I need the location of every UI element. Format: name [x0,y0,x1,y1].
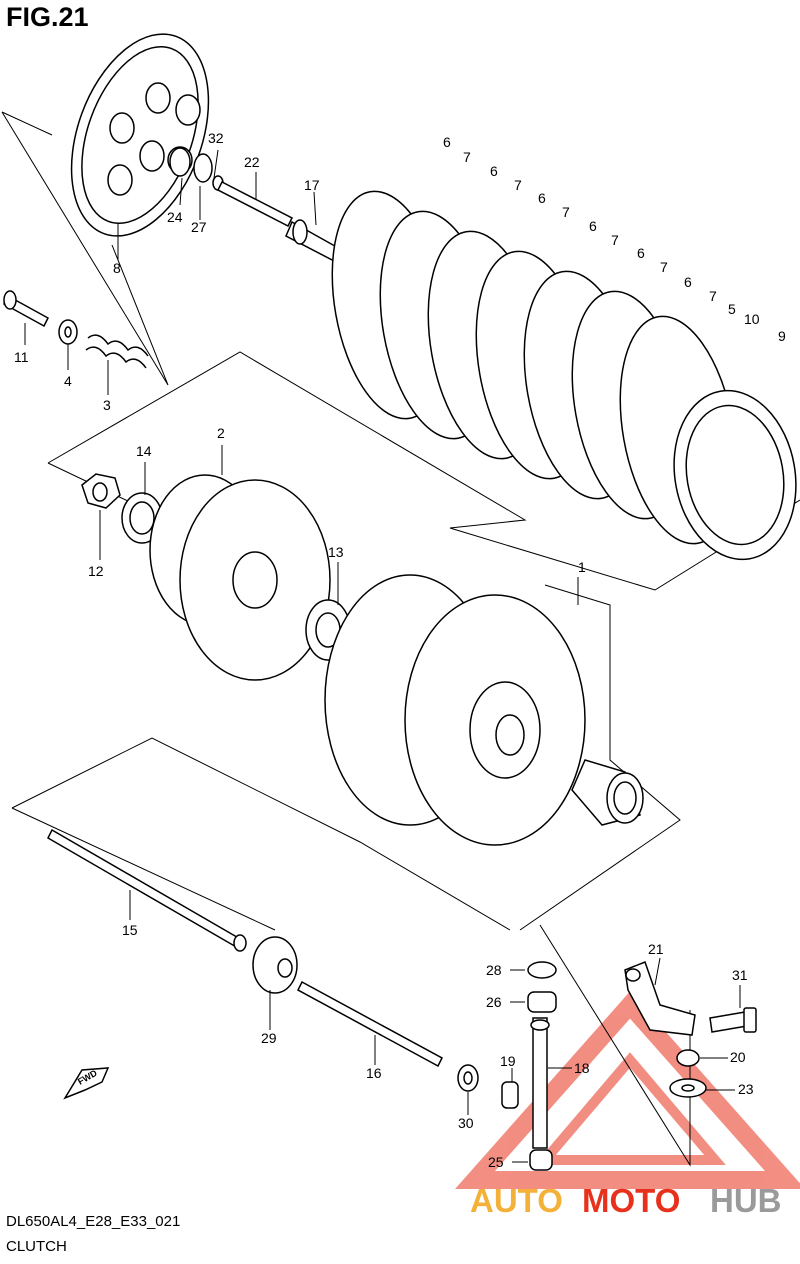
nut-and-lockwasher [81,473,163,544]
watermark-auto: AUTO [470,1182,563,1219]
clutch-sleeve-hub [149,474,331,681]
callout-7d: 7 [611,232,619,248]
release-rod [297,980,443,1068]
callout-32: 32 [208,130,224,146]
primary-driven-gear-housing [324,574,586,846]
callout-2: 2 [217,425,225,441]
spring-and-washer [669,1049,707,1098]
fwd-arrow-icon: FWD [63,1067,110,1100]
callout-7e: 7 [660,259,668,275]
callout-29: 29 [261,1030,277,1046]
bolt-washer-spring [3,290,149,369]
spacer-sleeve [571,759,644,826]
callout-18: 18 [574,1060,590,1076]
callout-4: 4 [64,373,72,389]
watermark-triangle-logo [455,991,800,1189]
callout-31: 31 [732,967,748,983]
callout-3: 3 [103,397,111,413]
watermark-hub: HUB [710,1182,782,1219]
callout-12: 12 [88,563,104,579]
callout-30: 30 [458,1115,474,1131]
callout-10: 10 [744,311,760,327]
arm-bolt [709,1007,757,1033]
callout-16: 16 [366,1065,382,1081]
clutch-plate-stack [331,190,797,561]
callout-17: 17 [304,177,320,193]
callout-27: 27 [191,219,207,235]
callout-26: 26 [486,994,502,1010]
release-camshaft [530,1017,550,1149]
callout-28: 28 [486,962,502,978]
callout-8: 8 [113,260,121,276]
oil-seal-bearing [252,936,298,994]
callout-5: 5 [728,301,736,317]
bushing-parts [527,961,557,1013]
callout-15: 15 [122,922,138,938]
dowel-pin [501,1081,519,1109]
pressure-plate [70,33,210,237]
long-rod [47,828,247,952]
watermark-text: AUTO MOTO HUB [470,1182,782,1219]
callout-7a: 7 [463,149,471,165]
callout-6f: 6 [684,274,692,290]
callout-20: 20 [730,1049,746,1065]
push-rod [216,180,294,228]
callout-19: 19 [500,1053,516,1069]
callout-7f: 7 [709,288,717,304]
callout-22: 22 [244,154,260,170]
callout-6b: 6 [490,163,498,179]
oil-seal [457,1064,479,1092]
callout-6c: 6 [538,190,546,206]
callout-14: 14 [136,443,152,459]
callout-6e: 6 [637,245,645,261]
callout-24: 24 [167,209,183,225]
callout-11: 11 [14,349,29,365]
callout-9: 9 [778,328,786,344]
callout-numbers: 1 2 3 4 5 6 6 6 6 6 6 7 7 7 7 7 7 8 9 10… [14,130,786,1170]
callout-6d: 6 [589,218,597,234]
callout-21: 21 [648,941,664,957]
callout-7c: 7 [562,204,570,220]
callout-23: 23 [738,1081,754,1097]
footer-section-name: CLUTCH [6,1238,67,1255]
figure-title: FIG.21 [6,2,89,32]
callout-13: 13 [328,544,344,560]
callout-leader-lines [24,149,741,1163]
callout-25: 25 [488,1154,504,1170]
callout-7b: 7 [514,177,522,193]
callout-6a: 6 [443,134,451,150]
watermark-moto: MOTO [582,1182,680,1219]
bearing-parts [169,147,224,191]
lower-bushing [529,1149,553,1171]
footer-model-code: DL650AL4_E28_E33_021 [6,1213,181,1230]
release-arm [624,961,696,1036]
callout-1: 1 [578,559,586,575]
